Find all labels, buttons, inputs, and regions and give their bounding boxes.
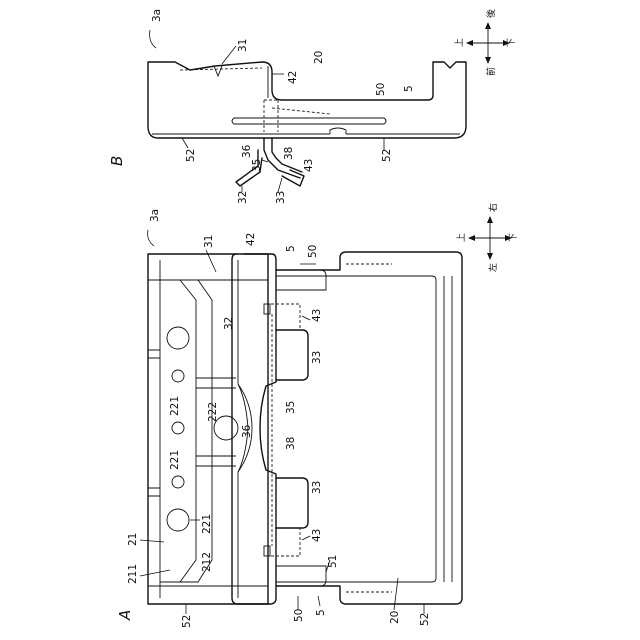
label-52-left-a: 52 — [181, 615, 193, 628]
slot-b — [232, 118, 386, 124]
label-20-a: 20 — [389, 611, 401, 624]
label-35-b: 35 — [251, 159, 263, 172]
dir-rear-b: 後 — [485, 9, 497, 18]
lead-5-bot-a — [318, 596, 320, 606]
lead-3a-a — [148, 230, 154, 246]
lead-43-top-a — [302, 316, 310, 320]
label-35-a: 35 — [285, 401, 297, 414]
label-42-a: 42 — [245, 233, 257, 246]
tray-20-a — [276, 252, 462, 604]
label-50-top-a: 50 — [307, 245, 319, 258]
label-32-a: 32 — [223, 317, 235, 330]
figure-a: A 3a 31 42 5 50 32 43 33 221 222 35 36 3… — [116, 203, 519, 628]
rib-2-a — [148, 488, 160, 496]
label-50-bot-a: 50 — [293, 609, 305, 622]
tray-dash-a — [346, 264, 392, 592]
arm-top-a — [276, 270, 326, 290]
compass-arrows-a — [472, 220, 508, 256]
clip-bot-a — [264, 546, 270, 556]
compass-arrows-b — [470, 26, 506, 60]
hole-221-bot-a — [167, 509, 189, 531]
inner-walls-a — [160, 280, 212, 582]
label-31-a: 31 — [203, 235, 215, 248]
label-33-top-a: 33 — [311, 351, 323, 364]
lead-33-b — [278, 178, 282, 192]
hidden-bracket-b — [264, 100, 278, 132]
compass-a: 上 下 右 左 — [456, 203, 519, 272]
hook-33-bot-a — [276, 478, 308, 528]
label-52-right-a: 52 — [419, 613, 431, 626]
label-3a-a: 3a — [149, 209, 161, 222]
label-43-b: 43 — [303, 159, 315, 172]
label-38-b: 38 — [283, 147, 295, 160]
label-3a-b: 3a — [151, 9, 163, 22]
label-42-b: 42 — [287, 71, 299, 84]
lead-31-b — [222, 46, 236, 64]
label-32-b: 32 — [237, 191, 249, 204]
label-5-b: 5 — [403, 85, 415, 92]
label-36-a: 36 — [241, 424, 253, 438]
tray-rails-a — [444, 276, 452, 582]
arm-bot-a — [276, 566, 326, 586]
label-221-a-a: 221 — [169, 396, 181, 416]
label-20-b: 20 — [313, 51, 325, 64]
lead-43-bot-a — [302, 536, 310, 540]
label-50-b: 50 — [375, 83, 387, 96]
lead-211-a — [140, 570, 170, 576]
front-plate-32-a — [232, 254, 276, 604]
label-52-right-b: 52 — [381, 149, 393, 162]
hole-221-mid1-a — [172, 422, 184, 434]
label-5-bot-a: 5 — [315, 609, 327, 616]
rib-1-a — [148, 350, 160, 358]
lead-52-left-b — [182, 138, 188, 148]
label-222-a: 222 — [207, 402, 219, 422]
label-31-b: 31 — [237, 39, 249, 52]
hidden-flap-b — [272, 108, 330, 114]
label-221-c-a: 221 — [201, 514, 213, 534]
label-33-b: 33 — [275, 191, 287, 204]
dir-right-a: 右 — [487, 203, 499, 212]
label-212-a: 212 — [201, 552, 213, 572]
dir-down-b: 下 — [507, 38, 517, 47]
mark-top-b — [214, 66, 222, 76]
label-221-b-a: 221 — [169, 450, 181, 470]
inner-step-a — [180, 280, 196, 582]
label-52-left-b: 52 — [185, 149, 197, 162]
dir-down-a: 下 — [509, 233, 519, 242]
figure-a-title: A — [116, 610, 134, 621]
label-33-bot-a: 33 — [311, 481, 323, 494]
hole-221-mid2-a — [172, 476, 184, 488]
rib-3-a — [196, 378, 236, 388]
hole-221-top-a — [167, 327, 189, 349]
compass-b: 上 下 後 前 — [454, 9, 517, 76]
label-36-b: 36 — [241, 144, 253, 158]
dir-front-b: 前 — [485, 67, 497, 76]
label-43-bot-a: 43 — [311, 529, 323, 542]
hook-43-top-a — [266, 304, 300, 330]
label-21-a: 21 — [127, 533, 139, 546]
figure-b: B 3a 31 20 42 50 5 52 36 38 35 43 32 33 … — [108, 9, 517, 204]
label-38-a: 38 — [285, 437, 297, 450]
label-5-top-a: 5 — [285, 245, 297, 252]
label-51-a: 51 — [327, 555, 339, 568]
notch-b — [330, 128, 346, 134]
hook-33-top-a — [276, 330, 308, 380]
dir-left-a: 左 — [487, 263, 499, 272]
hook-43-bot-a — [266, 528, 300, 556]
figure-b-title: B — [108, 156, 126, 166]
label-211-a: 211 — [127, 564, 139, 584]
dir-up-a: 上 — [456, 233, 467, 242]
label-43-top-a: 43 — [311, 309, 323, 322]
lead-3a-b — [150, 30, 156, 48]
rib-4-a — [196, 456, 236, 466]
hole-small-1-a — [172, 370, 184, 382]
lead-20-a — [394, 578, 398, 610]
clip-top-a — [264, 304, 270, 314]
dir-up-b: 上 — [454, 38, 465, 47]
plate-outline-b — [148, 62, 466, 138]
